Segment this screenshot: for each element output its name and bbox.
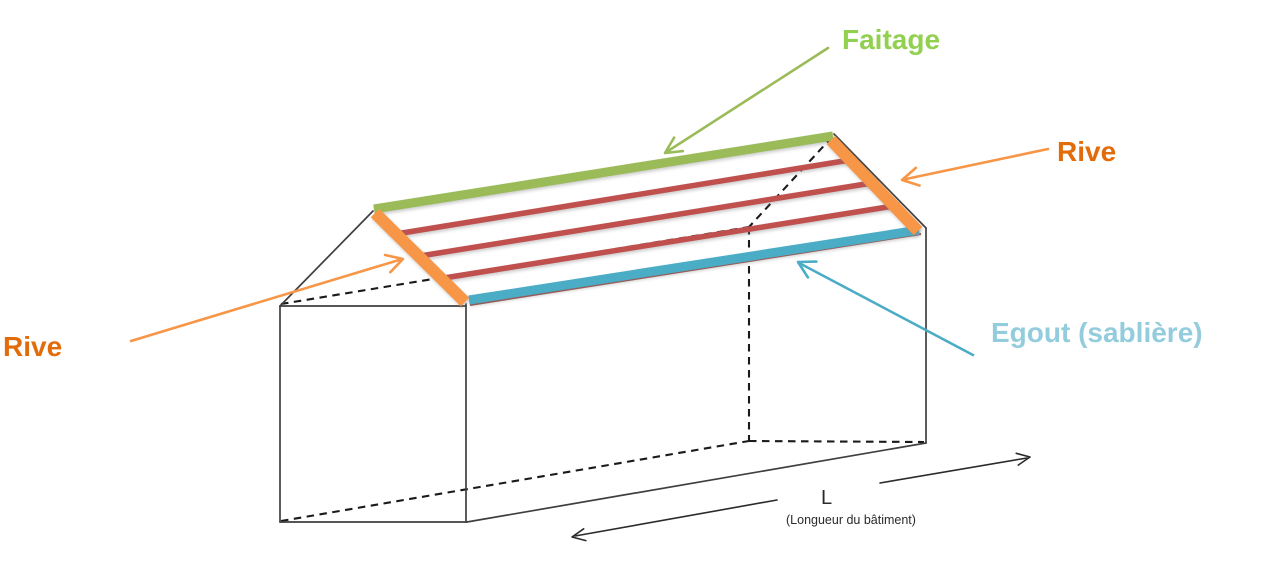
purlin-line xyxy=(443,202,901,281)
egout-arrow xyxy=(796,260,975,357)
length-dimension xyxy=(571,452,1031,542)
label-faitage: Faitage xyxy=(842,24,941,55)
right-front-rake-outline-edge xyxy=(833,133,927,229)
building-outline xyxy=(279,133,927,523)
purlin-line xyxy=(395,156,857,237)
purlin-line xyxy=(419,179,879,259)
label-length-caption: (Longueur du bâtiment) xyxy=(786,513,916,527)
annotation-arrows xyxy=(129,46,1050,357)
label-rive-right: Rive xyxy=(1057,136,1117,167)
hidden-edges xyxy=(280,136,925,523)
faitage-arrow xyxy=(663,46,830,155)
ridge-bar xyxy=(373,131,834,214)
hidden-right-back-rake-edge xyxy=(748,136,833,228)
label-rive-left: Rive xyxy=(3,331,63,362)
left-rake-bar xyxy=(370,208,470,307)
label-egout: Egout (sablière) xyxy=(991,317,1203,348)
right-rake-bar xyxy=(826,135,923,236)
label-length-symbol: L xyxy=(821,487,833,509)
roof-members xyxy=(370,131,923,307)
length-arrow-left xyxy=(571,499,778,542)
front-bottom-edge xyxy=(466,442,927,523)
hidden-right-gable-bottom-edge xyxy=(748,439,925,444)
length-arrow-right xyxy=(879,452,1031,484)
rive-left-arrow xyxy=(129,253,405,343)
rive-right-arrow xyxy=(900,147,1050,187)
eave-bar xyxy=(468,225,920,305)
hidden-bottom-back-edge xyxy=(280,439,750,523)
